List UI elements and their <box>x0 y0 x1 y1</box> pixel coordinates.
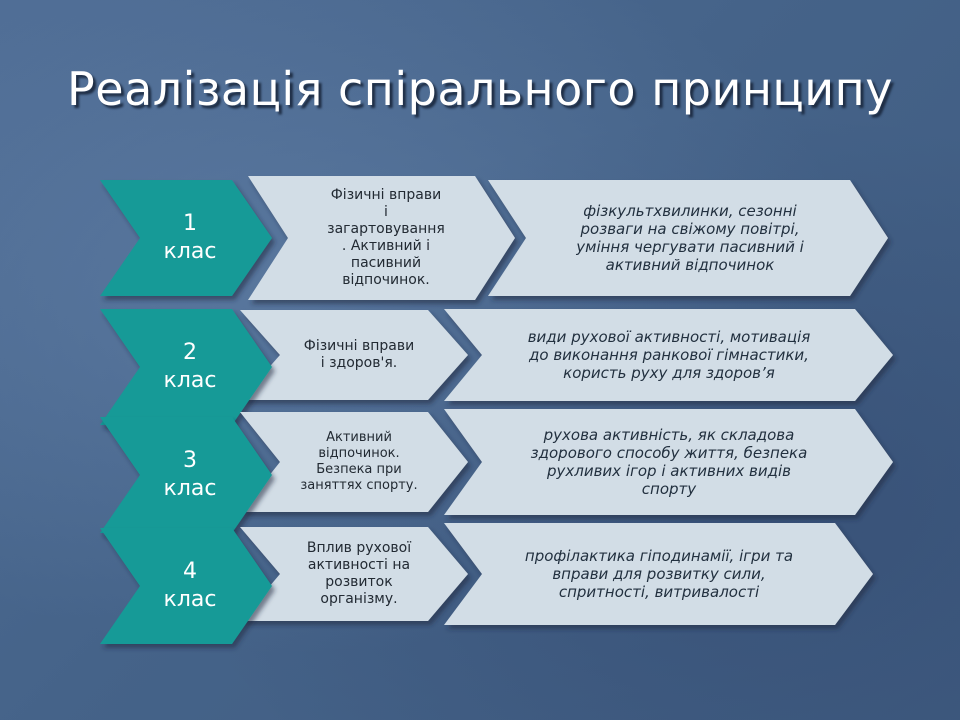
class-chevron-3 <box>100 417 272 533</box>
class-chevron-4 <box>100 528 272 644</box>
topic-chevron-4 <box>240 527 468 621</box>
class-chevron-2 <box>100 309 272 425</box>
topic-chevron-2 <box>240 310 468 400</box>
content-chevron-1 <box>488 180 888 296</box>
class-chevron-1 <box>100 180 272 296</box>
content-chevron-4 <box>444 523 873 625</box>
slide-title: Реалізація спірального принципу <box>67 62 893 116</box>
content-chevron-2 <box>444 309 893 401</box>
content-chevron-3 <box>444 409 893 515</box>
topic-chevron-3 <box>240 412 468 512</box>
topic-chevron-1 <box>248 176 515 300</box>
